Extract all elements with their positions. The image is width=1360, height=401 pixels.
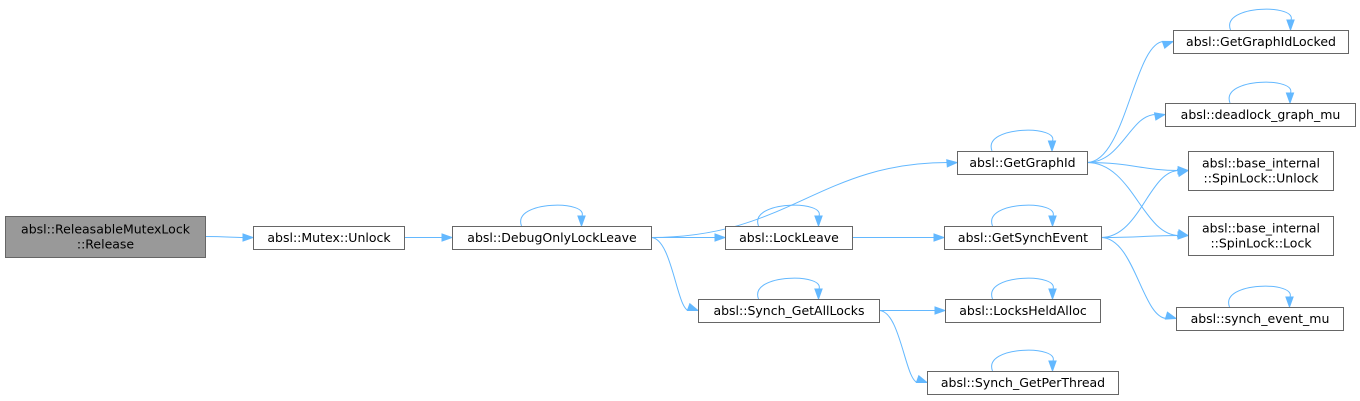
edge-deadlock-to-deadlock bbox=[1228, 81, 1295, 105]
edge-dbg-to-lockleave bbox=[650, 233, 727, 242]
node-dbg[interactable]: absl::DebugOnlyLockLeave bbox=[452, 226, 652, 250]
node-locked[interactable]: absl::GetGraphIdLocked bbox=[1173, 30, 1349, 54]
edge-dbg-to-dbg bbox=[520, 204, 586, 228]
edge-lockleave-to-lockleave bbox=[757, 204, 823, 228]
node-label-getgraphid-0: absl::GetGraphId bbox=[969, 155, 1075, 170]
edge-getall-to-getall bbox=[757, 277, 823, 301]
edge-locksheld-to-locksheld bbox=[991, 277, 1057, 301]
edge-lockleave-to-getsynch bbox=[851, 233, 946, 242]
edge-dbg-to-getgraphid bbox=[650, 159, 959, 238]
node-unlock[interactable]: absl::Mutex::Unlock bbox=[253, 226, 405, 250]
node-deadlock[interactable]: absl::deadlock_graph_mu bbox=[1165, 103, 1356, 127]
node-label-perthread-0: absl::Synch_GetPerThread bbox=[941, 375, 1105, 390]
node-label-spinlock-1: ::SpinLock::Lock bbox=[1210, 236, 1312, 251]
node-label-spinunlock-0: absl::base_internal bbox=[1202, 156, 1320, 171]
node-lockleave[interactable]: absl::LockLeave bbox=[725, 226, 853, 250]
edge-getgraphid-to-spinlock bbox=[1086, 162, 1190, 238]
edge-getgraphid-to-locked bbox=[1086, 40, 1175, 163]
edge-getsynch-to-getsynch bbox=[991, 204, 1057, 228]
node-label-dbg-0: absl::DebugOnlyLockLeave bbox=[467, 230, 637, 245]
edge-getgraphid-to-spinunlock bbox=[1086, 162, 1190, 175]
edge-getgraphid-to-deadlock bbox=[1086, 112, 1167, 163]
edge-locked-to-locked bbox=[1229, 8, 1295, 32]
node-label-lockleave-0: absl::LockLeave bbox=[739, 230, 839, 245]
node-label-spinlock-0: absl::base_internal bbox=[1202, 221, 1320, 236]
node-spinlock[interactable]: absl::base_internal::SpinLock::Lock bbox=[1188, 216, 1334, 256]
edge-synchmu-to-synchmu bbox=[1228, 285, 1294, 309]
edge-getsynch-to-spinunlock bbox=[1100, 168, 1190, 238]
node-label-locksheld-0: absl::LocksHeldAlloc bbox=[959, 303, 1087, 318]
edge-getgraphid-to-getgraphid bbox=[990, 129, 1057, 153]
node-label-unlock-0: absl::Mutex::Unlock bbox=[267, 230, 391, 245]
edge-release-to-unlock bbox=[204, 233, 255, 242]
node-getall[interactable]: absl::Synch_GetAllLocks bbox=[698, 299, 880, 323]
node-synchmu[interactable]: absl::synch_event_mu bbox=[1176, 307, 1344, 331]
node-locksheld[interactable]: absl::LocksHeldAlloc bbox=[945, 299, 1101, 323]
node-getgraphid[interactable]: absl::GetGraphId bbox=[957, 151, 1088, 175]
edge-getsynch-to-spinlock bbox=[1100, 231, 1190, 240]
node-spinunlock[interactable]: absl::base_internal::SpinLock::Unlock bbox=[1188, 151, 1334, 191]
node-label-synchmu-0: absl::synch_event_mu bbox=[1191, 311, 1330, 326]
node-label-deadlock-0: absl::deadlock_graph_mu bbox=[1181, 107, 1341, 122]
node-label-getall-0: absl::Synch_GetAllLocks bbox=[713, 303, 864, 318]
edge-getsynch-to-synchmu bbox=[1100, 237, 1178, 320]
node-label-getsynch-0: absl::GetSynchEvent bbox=[958, 230, 1088, 245]
node-getsynch[interactable]: absl::GetSynchEvent bbox=[944, 226, 1102, 250]
node-label-spinunlock-1: ::SpinLock::Unlock bbox=[1204, 171, 1320, 186]
edge-unlock-to-dbg bbox=[403, 233, 454, 242]
node-release[interactable]: absl::ReleasableMutexLock::Release bbox=[5, 216, 206, 258]
node-label-release-1: ::Release bbox=[77, 237, 135, 252]
node-perthread[interactable]: absl::Synch_GetPerThread bbox=[927, 371, 1119, 395]
edge-getall-to-perthread bbox=[878, 310, 929, 384]
edge-getall-to-locksheld bbox=[879, 306, 947, 315]
node-label-release-0: absl::ReleasableMutexLock bbox=[21, 222, 191, 237]
node-label-locked-0: absl::GetGraphIdLocked bbox=[1186, 34, 1336, 49]
edge-perthread-to-perthread bbox=[991, 349, 1057, 373]
edge-dbg-to-getall bbox=[650, 237, 700, 312]
